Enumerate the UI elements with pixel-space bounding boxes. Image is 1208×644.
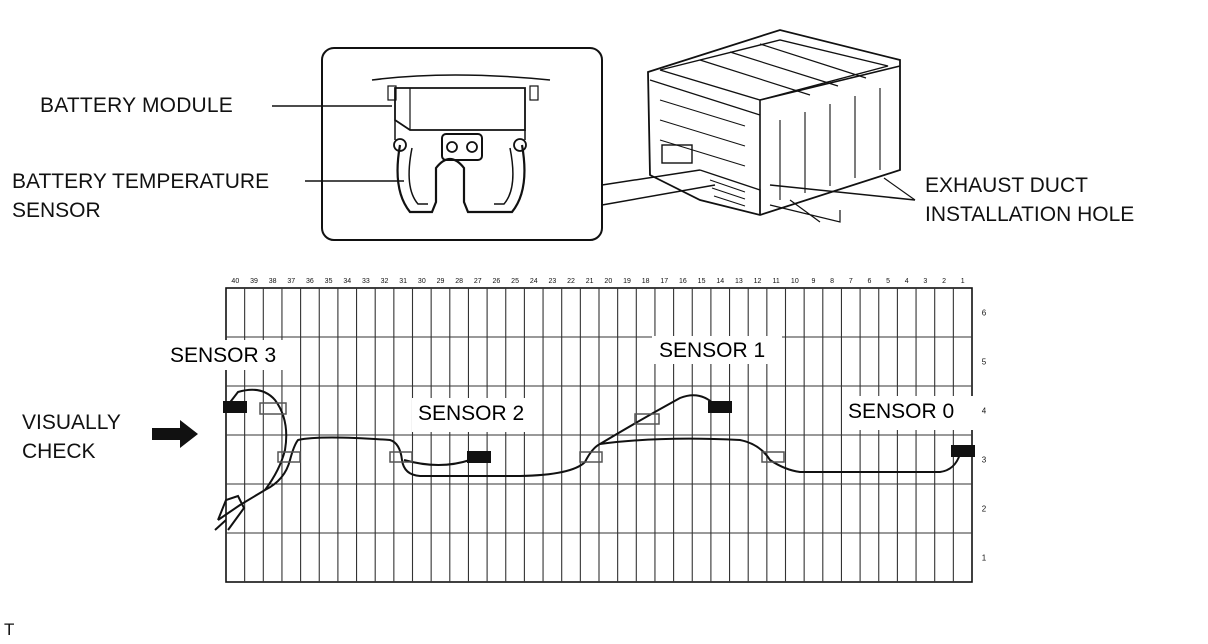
column-number: 15 [698,278,706,285]
sensor-0-label: SENSOR 0 [848,400,954,423]
visually-check-line1: VISUALLY [22,411,121,434]
sensor-1-label: SENSOR 1 [659,339,765,362]
battery-pack-illustration [647,29,916,223]
row-number: 3 [982,456,987,465]
column-number: 6 [867,278,871,285]
column-number: 2 [942,278,946,285]
column-number: 8 [830,278,834,285]
column-number: 39 [250,278,258,285]
exhaust-duct-label-line1: EXHAUST DUCT [925,174,1088,197]
temp-sensor-label: BATTERY TEMPERATURE SENSOR [12,167,269,225]
column-number: 7 [849,278,853,285]
column-number: 17 [660,278,668,285]
column-number: 35 [325,278,333,285]
temp-sensor-label-line2: SENSOR [12,199,101,222]
row-number: 4 [982,407,987,416]
column-number: 40 [231,278,239,285]
battery-module-label: BATTERY MODULE [40,94,234,117]
column-number: 12 [754,278,762,285]
sensor-2-label: SENSOR 2 [418,402,524,425]
temp-sensor-label-line1: BATTERY TEMPERATURE [12,170,270,193]
row-number: 1 [982,554,987,563]
sensor-3-label: SENSOR 3 [170,344,276,367]
column-number: 27 [474,278,482,285]
column-number: 13 [735,278,743,285]
column-number: 25 [511,278,519,285]
column-number: 11 [773,278,780,285]
column-number: 32 [381,278,389,285]
column-number: 23 [548,278,556,285]
row-number: 5 [982,358,987,367]
label-boxes [160,336,973,432]
column-number: 22 [567,278,575,285]
column-number: 36 [306,278,314,285]
column-number: 4 [905,278,909,285]
exhaust-duct-label: EXHAUST DUCT INSTALLATION HOLE [925,171,1134,229]
visually-check-label: VISUALLY CHECK [22,408,121,466]
column-number: 10 [791,278,799,285]
column-number: 9 [812,278,816,285]
column-number: 28 [455,278,463,285]
wire-harness [214,388,961,531]
column-number: 33 [362,278,370,285]
column-number: 14 [716,278,724,285]
column-number: 30 [418,278,426,285]
inset-detail [321,47,716,241]
row-number: 2 [982,505,987,514]
column-number: 31 [399,278,407,285]
exhaust-duct-label-line2: INSTALLATION HOLE [925,203,1135,226]
row-number: 6 [982,309,987,318]
column-number: 5 [886,278,890,285]
column-number: 20 [604,278,612,285]
column-number: 34 [343,278,351,285]
column-number: 16 [679,278,687,285]
corner-mark: T [4,620,15,639]
connectors [223,401,975,463]
column-number: 21 [586,278,594,285]
column-number: 26 [493,278,501,285]
clamps [259,402,785,463]
arrow-icon [152,420,198,448]
column-number: 24 [530,278,538,285]
leader-lines [272,105,404,182]
column-number: 3 [923,278,927,285]
visually-check-line2: CHECK [22,440,96,463]
column-number: 29 [437,278,445,285]
column-number: 19 [623,278,631,285]
column-number: 1 [961,278,965,285]
column-number: 37 [287,278,295,285]
column-number: 38 [269,278,277,285]
column-number: 18 [642,278,650,285]
